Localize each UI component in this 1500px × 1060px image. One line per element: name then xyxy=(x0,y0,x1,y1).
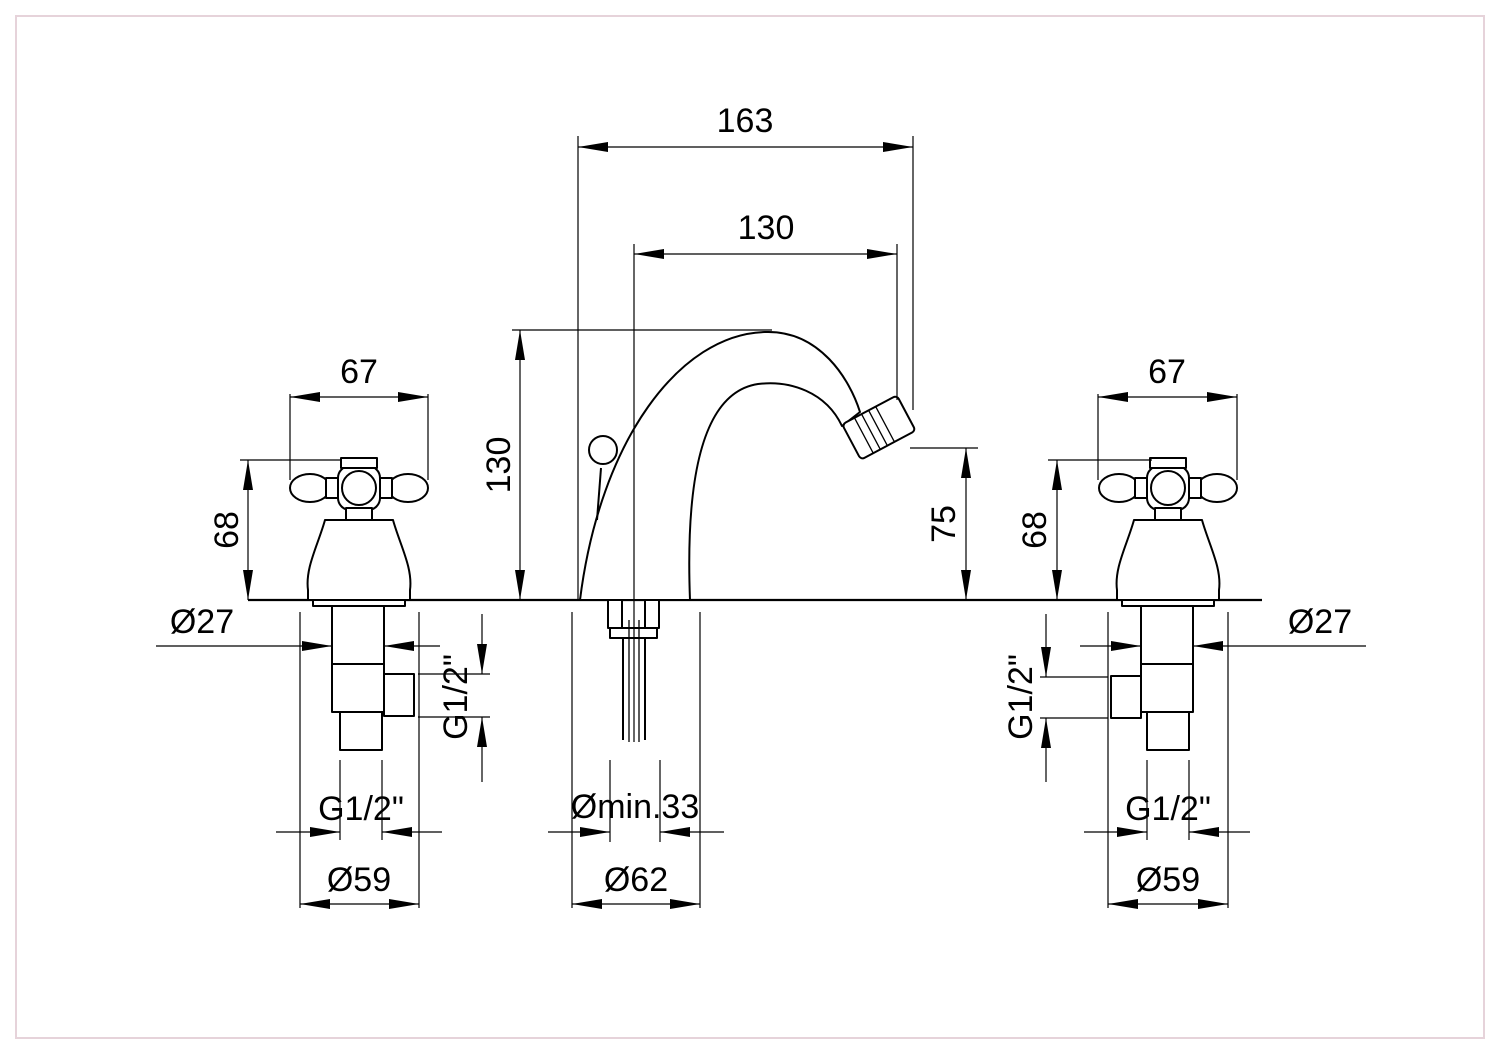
spout-body xyxy=(579,330,861,601)
spout-aerator xyxy=(842,395,916,460)
right-handle xyxy=(1098,457,1238,511)
dim-label-130-horizontal: 130 xyxy=(738,209,795,247)
dim-label-d59-right: Ø59 xyxy=(1136,861,1200,899)
right-cross-handle-valve xyxy=(1098,457,1238,751)
right-bottom-connector xyxy=(1146,711,1190,751)
left-bell-body xyxy=(306,519,412,601)
dim-label-68-left: 68 xyxy=(208,511,246,549)
drawing-frame xyxy=(15,15,1485,1039)
dim-label-d27-left: Ø27 xyxy=(170,603,234,641)
right-elbow xyxy=(1140,663,1194,713)
right-side-outlet xyxy=(1110,675,1142,719)
dim-label-d62: Ø62 xyxy=(604,861,668,899)
left-stem-neck xyxy=(345,507,373,521)
dim-label-67-right: 67 xyxy=(1148,353,1186,391)
dim-label-75: 75 xyxy=(925,505,963,543)
dim-label-130-vertical: 130 xyxy=(480,437,518,494)
right-bell-body xyxy=(1115,519,1221,601)
left-shank xyxy=(331,605,385,665)
dim-label-g12-side-left: G1/2" xyxy=(437,654,475,740)
left-elbow xyxy=(331,663,385,713)
left-cross-handle-valve xyxy=(289,457,429,751)
dim-label-g12-bottom-left: G1/2" xyxy=(318,790,404,828)
right-shank xyxy=(1140,605,1194,665)
left-handle xyxy=(289,457,429,511)
dim-label-d59-left: Ø59 xyxy=(327,861,391,899)
dim-label-67-left: 67 xyxy=(340,353,378,391)
left-side-outlet xyxy=(383,673,415,717)
dim-label-d27-right: Ø27 xyxy=(1288,603,1352,641)
dimension-arrowheads xyxy=(243,142,1237,909)
dim-label-g12-bottom-right: G1/2" xyxy=(1125,790,1211,828)
dim-label-g12-side-right: G1/2" xyxy=(1002,654,1040,740)
dim-label-163: 163 xyxy=(717,102,774,140)
dim-label-68-right: 68 xyxy=(1016,511,1054,549)
dim-label-dmin33: Ømin.33 xyxy=(571,788,700,826)
left-bottom-connector xyxy=(339,711,383,751)
right-stem-neck xyxy=(1154,507,1182,521)
pop-up-rod xyxy=(596,467,602,521)
pop-up-knob xyxy=(588,435,618,465)
